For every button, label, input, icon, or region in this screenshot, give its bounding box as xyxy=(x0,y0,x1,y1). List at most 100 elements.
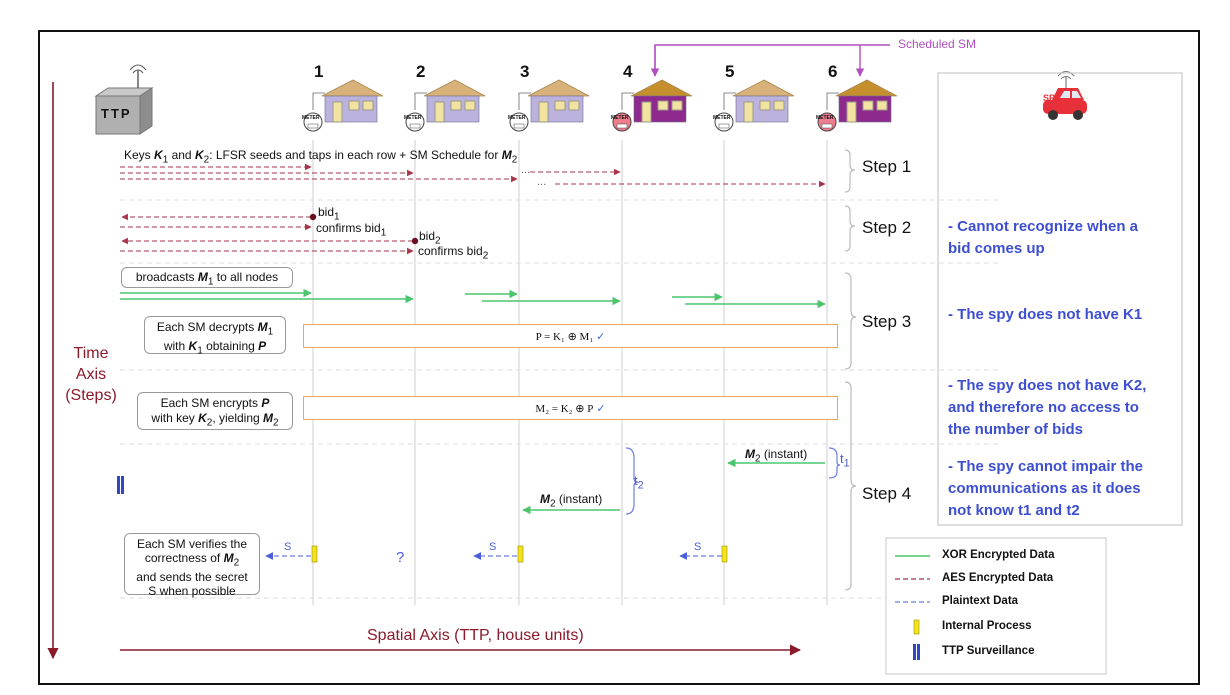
ttp-label: TTP xyxy=(101,106,132,121)
step2-label: Step 2 xyxy=(862,218,912,237)
meter-display xyxy=(513,123,525,129)
house-roof xyxy=(527,79,590,97)
spy-text-step3: - The spy does not have K1 xyxy=(948,306,1143,323)
spy-label: SPY xyxy=(1043,93,1062,103)
check-icon: ✓ xyxy=(596,401,606,415)
meter-wire xyxy=(621,92,634,110)
meter-display xyxy=(409,123,421,129)
legend-xor-label: XOR Encrypted Data xyxy=(942,549,1055,561)
broadcast-box: broadcasts M1 to all nodes xyxy=(121,267,293,288)
confirms-bid1-label: confirms bid1 xyxy=(316,221,387,239)
meter-wire xyxy=(826,92,839,110)
step-braces xyxy=(844,149,857,591)
meter-display xyxy=(718,123,730,129)
verify-box: Each SM verifies the correctness of M2 a… xyxy=(124,533,260,598)
meter-wire xyxy=(723,92,736,110)
step3-label: Step 3 xyxy=(862,312,912,331)
internal-process-marks xyxy=(311,545,728,563)
t2-label: t2 xyxy=(634,473,644,492)
house-door xyxy=(538,101,549,123)
secret-label-1: S xyxy=(284,541,292,553)
house-window xyxy=(554,100,566,111)
step3-xor-arrows xyxy=(120,288,826,309)
meter-display xyxy=(307,123,319,129)
step4-xor-arrows xyxy=(522,458,825,515)
legend-internal-label: Internal Process xyxy=(942,620,1032,632)
encrypt-box: Each SM encrypts P with key K2, yielding… xyxy=(137,392,293,430)
formula-xor-encrypt: M₂ = K₂ ⊕ P✓ xyxy=(303,396,838,420)
house-door xyxy=(332,101,343,123)
spy-car-icon xyxy=(1043,71,1087,120)
t1-brace xyxy=(828,447,841,479)
step2-aes-arrows xyxy=(120,213,414,255)
house-roof xyxy=(321,79,384,97)
meter-display xyxy=(821,123,833,129)
house-number-4: 4 xyxy=(623,62,633,81)
secret-label-5: S xyxy=(694,541,702,553)
secret-label-3: S xyxy=(489,541,497,553)
bid1-label: bid1 xyxy=(318,205,340,223)
brace-step3 xyxy=(844,272,857,370)
t2-brace xyxy=(625,447,639,515)
house-3 xyxy=(509,79,590,132)
t1-label: t1 xyxy=(840,451,850,470)
legend-surv-mark xyxy=(913,644,916,660)
house-4 xyxy=(612,79,693,132)
spy-text-step4a: - The spy does not have K2,and therefore… xyxy=(948,377,1147,438)
step-separators xyxy=(120,199,1000,599)
bid2-dot xyxy=(411,237,419,245)
step1-aes-arrows xyxy=(120,163,826,188)
house-timelines xyxy=(312,140,828,605)
formula-xor-decrypt: P = K₁ ⊕ M₁✓ xyxy=(303,324,838,348)
house-window xyxy=(759,100,771,111)
legend-surv-label: TTP Surveillance xyxy=(942,645,1035,657)
house-roof xyxy=(630,79,693,97)
question-mark: ? xyxy=(396,549,405,566)
brace-step4 xyxy=(844,381,857,591)
spy-panel xyxy=(937,72,1183,526)
confirms-bid2-label: confirms bid2 xyxy=(418,244,489,262)
ellipsis-1: ... xyxy=(521,164,531,176)
legend-plain-label: Plaintext Data xyxy=(942,595,1019,607)
house-window xyxy=(464,100,476,111)
house-window xyxy=(862,100,874,111)
bid2-label: bid2 xyxy=(419,229,441,247)
meter-label-4: METER xyxy=(611,115,629,121)
house-door xyxy=(743,101,754,123)
house-window xyxy=(876,100,888,111)
brace-step2 xyxy=(844,205,856,252)
meter-label-3: METER xyxy=(508,115,526,121)
meter-label-6: METER xyxy=(816,115,834,121)
house-number-3: 3 xyxy=(520,62,530,81)
house-window xyxy=(362,100,374,111)
legend-internal-mark xyxy=(913,619,920,635)
meter-wire xyxy=(414,92,427,110)
legend-box xyxy=(885,537,1107,675)
house-roof xyxy=(732,79,795,97)
meter-label-5: METER xyxy=(713,115,731,121)
meter-wire xyxy=(518,92,531,110)
house-window xyxy=(348,100,360,111)
house-window xyxy=(568,100,580,111)
scheduled-path-4 xyxy=(654,44,890,72)
meter-label-2: METER xyxy=(404,115,422,121)
houses-layer xyxy=(303,79,898,132)
house-window xyxy=(773,100,785,111)
decrypt-box: Each SM decrypts M1 with K1 obtaining P xyxy=(144,316,286,357)
scheduled-sm-label: Scheduled SM xyxy=(898,37,977,51)
house-roof xyxy=(835,79,898,97)
spatial-axis-label: Spatial Axis (TTP, house units) xyxy=(367,627,584,644)
house-door xyxy=(434,101,445,123)
house-door xyxy=(641,101,652,123)
brace-step1 xyxy=(844,149,856,193)
house-number-5: 5 xyxy=(725,62,735,81)
house-number-2: 2 xyxy=(416,62,426,81)
ttp-node xyxy=(94,64,154,135)
scheduled-sm-arrows xyxy=(650,44,890,77)
house-roof xyxy=(423,79,486,97)
house-door xyxy=(846,101,857,123)
